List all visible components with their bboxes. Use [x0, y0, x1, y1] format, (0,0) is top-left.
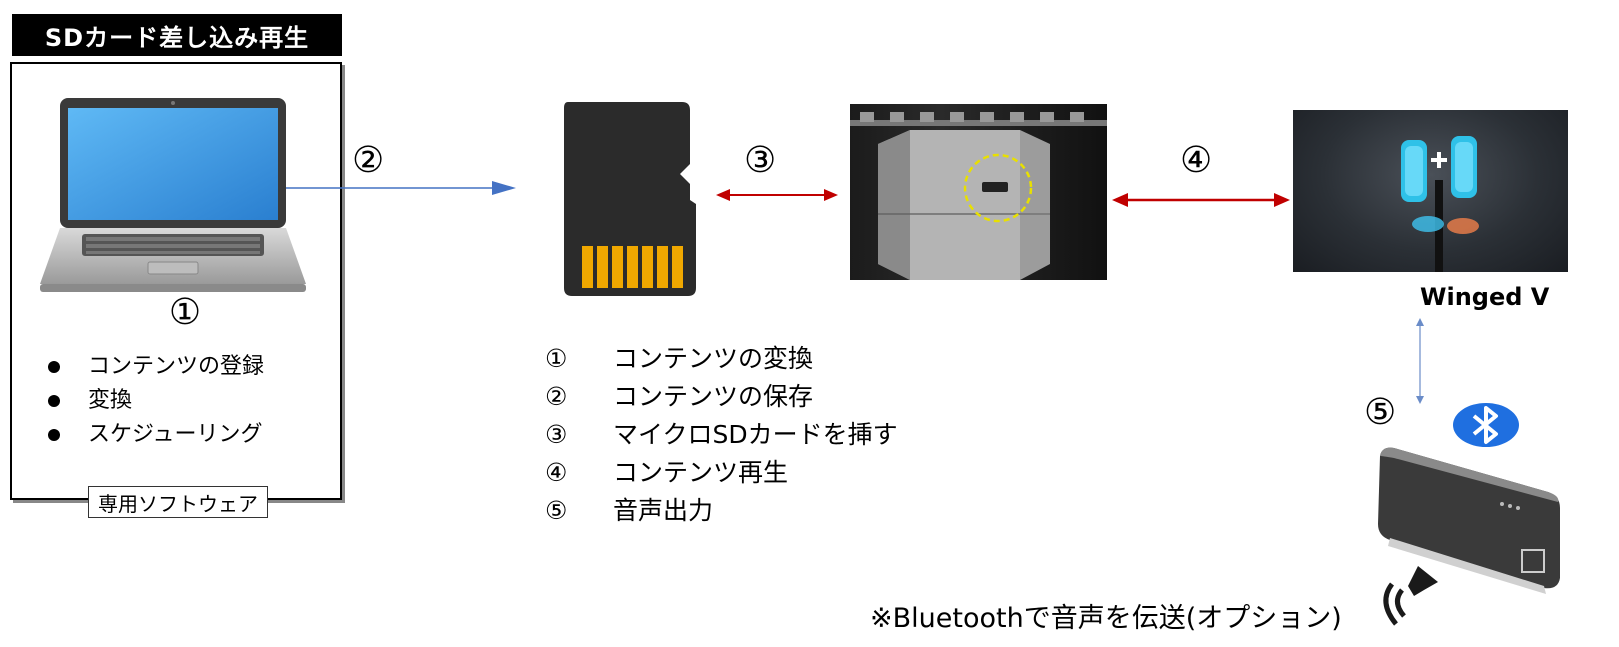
list-item: スケジューリング: [48, 418, 264, 452]
device-port-illustration: [850, 112, 1107, 280]
step2-number: ②: [352, 140, 385, 181]
bullet-icon: [48, 361, 60, 373]
sound-wave-icon: [1383, 566, 1438, 626]
step4-number: ④: [1180, 140, 1213, 181]
feature-list: コンテンツの登録 変換 スケジューリング: [48, 350, 264, 452]
bullet-icon: [48, 395, 60, 407]
red-double-arrow: [716, 189, 838, 201]
bluetooth-note: ※Bluetoothで音声を伝送(オプション): [870, 603, 1342, 634]
red-double-arrow: [1112, 193, 1290, 207]
list-item: コンテンツの登録: [48, 350, 264, 384]
step1-number: ①: [168, 292, 202, 333]
winged-v-photo: [1293, 110, 1568, 272]
hologram-display-illustration: [1401, 136, 1479, 272]
device-label: Winged V: [1420, 283, 1550, 311]
bullet-icon: [48, 429, 60, 441]
bluetooth-icon: [1453, 403, 1519, 447]
bluetooth-speaker-icon: [1378, 447, 1560, 594]
step5-number: ⑤: [1364, 392, 1397, 433]
software-label: 専用ソフトウェア: [88, 486, 268, 518]
device-photo: [850, 104, 1107, 280]
blue-vertical-arrow: [1416, 318, 1424, 404]
blue-arrow: [286, 181, 516, 195]
list-item: 変換: [48, 384, 264, 418]
section-title: SDカード差し込み再生: [12, 14, 342, 56]
laptop-icon: [40, 98, 306, 292]
step3-number: ③: [744, 140, 777, 181]
micro-sd-card-icon: [564, 102, 696, 296]
